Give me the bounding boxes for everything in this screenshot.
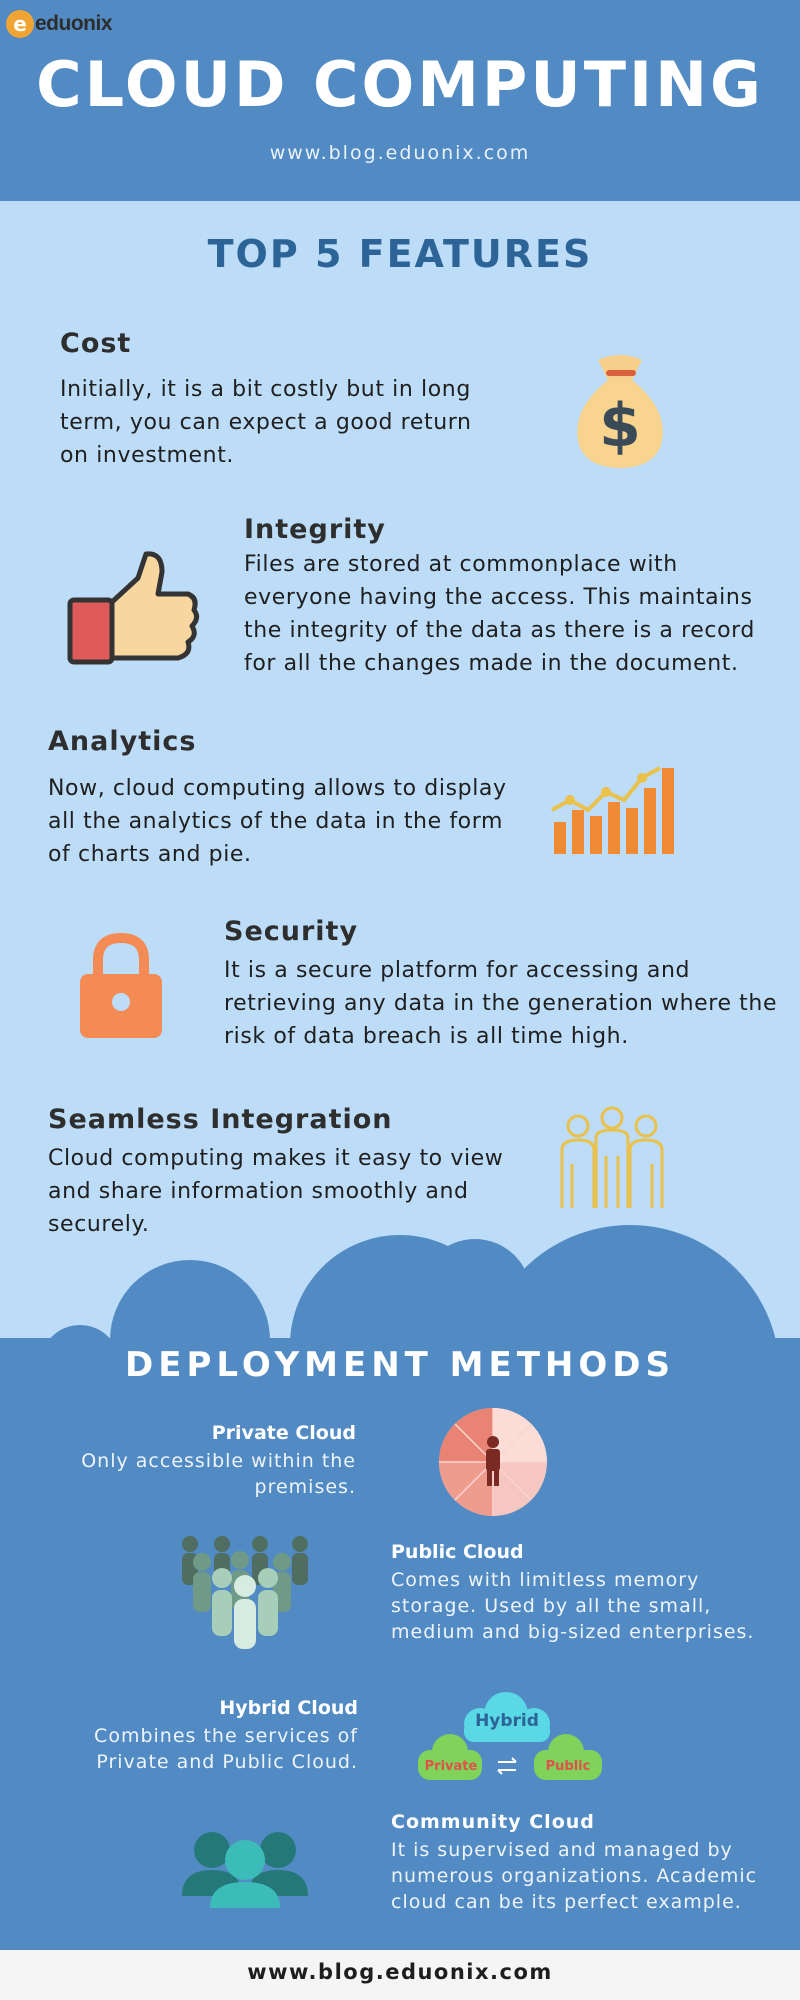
community-icon bbox=[182, 1832, 308, 1908]
hybrid-cloud-icon: Hybrid Private Public bbox=[418, 1692, 602, 1780]
swap-arrows-icon bbox=[497, 1757, 517, 1775]
footer-url[interactable]: www.blog.eduonix.com bbox=[247, 1960, 553, 1984]
bar-chart-icon bbox=[551, 766, 674, 854]
deploy-hybrid-body: Combines the services of Private and Pub… bbox=[94, 1725, 358, 1773]
feature-analytics-heading: Analytics bbox=[48, 726, 197, 757]
svg-text:$: $ bbox=[599, 391, 641, 461]
eduonix-logo[interactable]: e eduonix bbox=[6, 10, 113, 38]
logo-mark-icon: e bbox=[6, 10, 34, 38]
deploy-private-heading: Private Cloud bbox=[211, 1422, 356, 1444]
feature-integration-heading: Seamless Integration bbox=[48, 1104, 393, 1135]
features-title: TOP 5 FEATURES bbox=[207, 232, 593, 276]
feature-integrity-heading: Integrity bbox=[244, 514, 386, 545]
feature-integrity-body: Files are stored at commonplace with eve… bbox=[244, 552, 755, 676]
feature-cost-body: Initially, it is a bit costly but in lon… bbox=[60, 377, 472, 468]
deployment-section bbox=[0, 1338, 800, 1950]
private-person-icon bbox=[439, 1408, 547, 1516]
footer-bar bbox=[0, 1950, 800, 2000]
feature-security-body: It is a secure platform for accessing an… bbox=[224, 958, 778, 1049]
feature-security-heading: Security bbox=[224, 916, 359, 947]
page-title: CLOUD COMPUTING bbox=[36, 48, 764, 121]
people-group-icon bbox=[560, 1106, 664, 1208]
deploy-hybrid-heading: Hybrid Cloud bbox=[219, 1697, 358, 1719]
header-url: www.blog.eduonix.com bbox=[269, 142, 531, 164]
private-label: Private bbox=[425, 1759, 478, 1774]
feature-integration-body: Cloud computing makes it easy to view an… bbox=[48, 1146, 504, 1237]
header-banner bbox=[0, 0, 800, 201]
deploy-community-heading: Community Cloud bbox=[391, 1811, 595, 1833]
public-label: Public bbox=[546, 1759, 591, 1774]
deploy-community-body: It is supervised and managed by numerous… bbox=[391, 1839, 758, 1913]
padlock-icon bbox=[80, 932, 162, 1038]
logo-text: eduonix bbox=[35, 12, 113, 35]
feature-analytics-body: Now, cloud computing allows to display a… bbox=[48, 776, 507, 867]
crowd-icon bbox=[182, 1536, 308, 1649]
feature-cost-heading: Cost bbox=[60, 328, 132, 359]
cloud-divider bbox=[0, 1225, 800, 1345]
deployment-title: DEPLOYMENT METHODS bbox=[125, 1345, 675, 1385]
thumbs-up-icon bbox=[67, 551, 200, 665]
hybrid-label: Hybrid bbox=[475, 1711, 539, 1731]
deploy-public-body: Comes with limitless memory storage. Use… bbox=[391, 1569, 755, 1643]
money-bag-icon: $ bbox=[577, 355, 663, 468]
deploy-public-heading: Public Cloud bbox=[391, 1541, 524, 1563]
deploy-private-body: Only accessible within the premises. bbox=[81, 1450, 356, 1498]
